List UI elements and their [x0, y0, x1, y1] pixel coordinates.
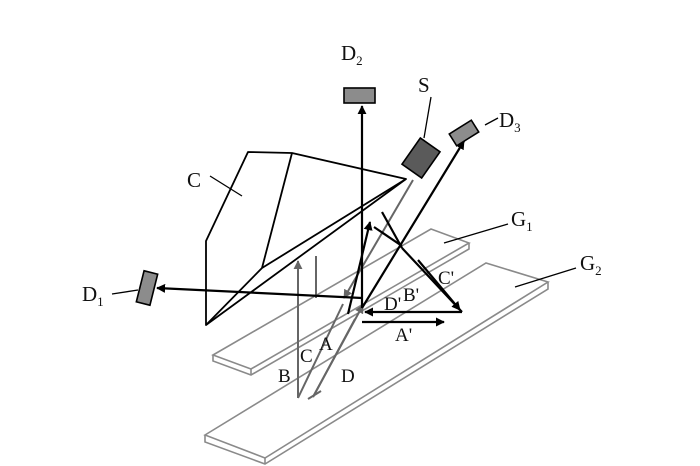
detector-d1	[135, 269, 159, 307]
prism-c	[205, 151, 407, 326]
label-a: A	[319, 334, 333, 355]
label-g1: G1	[511, 207, 533, 234]
label-c-prime: C'	[438, 268, 454, 289]
leader-lines	[111, 96, 577, 295]
black-beams	[156, 105, 465, 327]
source-s	[400, 136, 442, 180]
label-a-prime: A'	[395, 325, 412, 346]
label-d2: D2	[341, 41, 363, 68]
detector-d3	[448, 119, 480, 147]
label-b: B	[278, 366, 291, 387]
label-d3: D3	[499, 108, 521, 135]
label-d1: D1	[82, 282, 104, 309]
detector-d2	[343, 87, 376, 104]
label-d: D	[341, 366, 355, 387]
label-c: C	[300, 346, 313, 367]
label-b-prime: B'	[403, 285, 419, 306]
label-s: S	[418, 73, 430, 97]
label-g2: G2	[580, 251, 602, 278]
label-prism-c: C	[187, 168, 201, 192]
label-d-prime: D'	[384, 294, 401, 315]
